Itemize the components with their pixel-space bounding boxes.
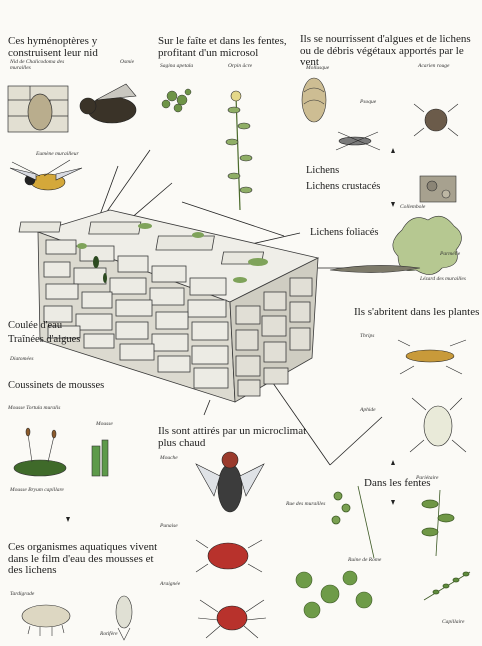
caption-tardigrade: Tardigrade: [10, 592, 34, 598]
caption-capillaire: Capillaire: [442, 620, 464, 626]
caption-eumene: Eumène murailleur: [36, 152, 79, 158]
acarien-mite: [414, 104, 458, 136]
caption-punaise: Punaise: [160, 524, 178, 530]
heading-feed: Ils se nourrissent d'algues et de lichen…: [300, 34, 478, 69]
lichen-foliose: [393, 216, 462, 274]
caption-sagina: Sagina apetala: [160, 64, 193, 70]
caption-mouche: Mouche: [160, 456, 178, 462]
caption-rue: Rue des murailles: [286, 502, 326, 508]
orpin-plant: [226, 91, 252, 210]
aphide-insect: [410, 398, 466, 452]
eumene-wasp: [10, 160, 82, 190]
araignee: [198, 600, 266, 638]
caption-mollusque: Mollusque: [306, 66, 329, 72]
caption-mousse-capsule: Mousse: [96, 422, 113, 428]
caption-mousse-velue: Mousse Tortula muralis: [8, 406, 60, 412]
label-coussinets: Coussinets de mousses: [8, 380, 104, 391]
parietaire-plant: [422, 490, 454, 556]
rue-plant: [332, 486, 374, 558]
osmie-bee: [80, 84, 136, 123]
caption-parietaire: Pariétaire: [416, 476, 438, 482]
capillaire-fern: [424, 572, 470, 600]
heading-plants: Ils s'abritent dans les plantes: [354, 307, 479, 319]
caption-araignee: Araignée: [160, 582, 180, 588]
label-lichens-folaces: Lichens foliacés: [310, 227, 379, 238]
caption-orpin: Orpin âcre: [228, 64, 252, 70]
heading-microclimate: Ils sont attirés par un microclimat plus…: [158, 426, 308, 449]
lichen-crust: [420, 176, 456, 202]
nest-drawing: [8, 86, 68, 132]
caption-ruine: Ruine de Rome: [348, 558, 381, 564]
caption-rotifere: Rotifère: [100, 632, 118, 638]
punaise: [196, 540, 262, 572]
tardigrade: [22, 605, 70, 636]
mollusque-shell: [302, 78, 326, 122]
ruine-plant: [296, 571, 372, 618]
moss-cushion-1: [14, 428, 66, 476]
caption-nest-left: Nid de Chalicodoma des murailles: [10, 60, 70, 72]
caption-nest-right: Osmie: [120, 60, 134, 66]
rotifere: [116, 596, 132, 640]
psoque-insect: [336, 132, 380, 150]
moss-cushion-2: [92, 440, 108, 476]
heading-nest: Ces hyménoptères y construisent leur nid: [8, 36, 148, 59]
thrips-insect: [398, 340, 466, 374]
caption-psoque: Psoque: [360, 100, 376, 106]
caption-mousse-grimpante: Mousse Bryum capillare: [10, 488, 70, 494]
caption-lezard: Lézard des murailles: [420, 277, 466, 283]
label-lichens-crustaces: Lichens crustacés: [306, 181, 380, 192]
caption-collembole: Collembole: [400, 205, 425, 211]
sagina-plant: [162, 89, 191, 112]
mouche: [196, 452, 264, 512]
label-coulee: Coulée d'eau: [8, 320, 62, 331]
caption-aphide: Aphide: [360, 408, 376, 414]
heading-aquatic: Ces organismes aquatiques vivent dans le…: [8, 542, 168, 577]
lezard: [330, 265, 420, 272]
caption-thrips: Thrips: [360, 334, 374, 340]
caption-acarien: Acarien rouge: [418, 64, 449, 70]
heading-ridge: Sur le faîte et dans les fentes, profita…: [158, 36, 298, 59]
caption-parmelie: Parmélie: [440, 252, 460, 258]
label-lichens: Lichens: [306, 165, 339, 176]
label-trainees: Traînées d'algues: [8, 334, 80, 345]
caption-diatomees: Diatomées: [10, 357, 34, 363]
